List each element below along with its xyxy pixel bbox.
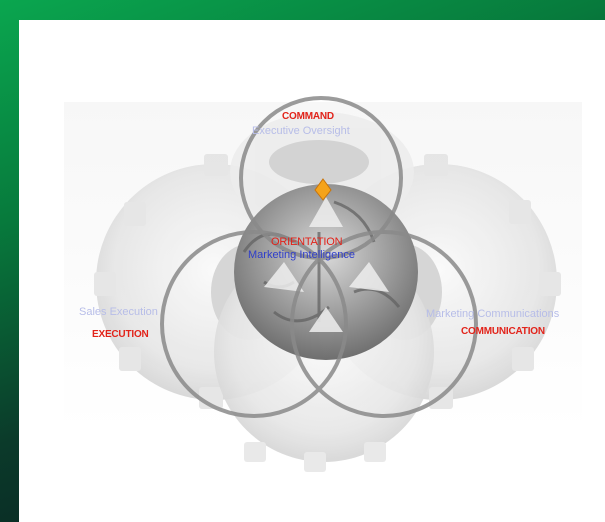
label-marketing-communications: Marketing Communications bbox=[426, 308, 559, 320]
label-marketing-intelligence: Marketing Intelligence bbox=[248, 249, 355, 261]
label-orientation: ORIENTATION bbox=[271, 236, 342, 248]
label-communication: COMMUNICATION bbox=[461, 326, 545, 337]
brain-illustration bbox=[234, 184, 418, 360]
label-executive-oversight: Executive Oversight bbox=[252, 125, 350, 137]
label-execution: EXECUTION bbox=[92, 329, 149, 340]
label-command: COMMAND bbox=[282, 111, 334, 122]
venn-gear-diagram bbox=[64, 82, 582, 482]
label-sales-execution: Sales Execution bbox=[79, 306, 158, 318]
content-panel: COMMAND Executive Oversight ORIENTATION … bbox=[19, 20, 605, 522]
